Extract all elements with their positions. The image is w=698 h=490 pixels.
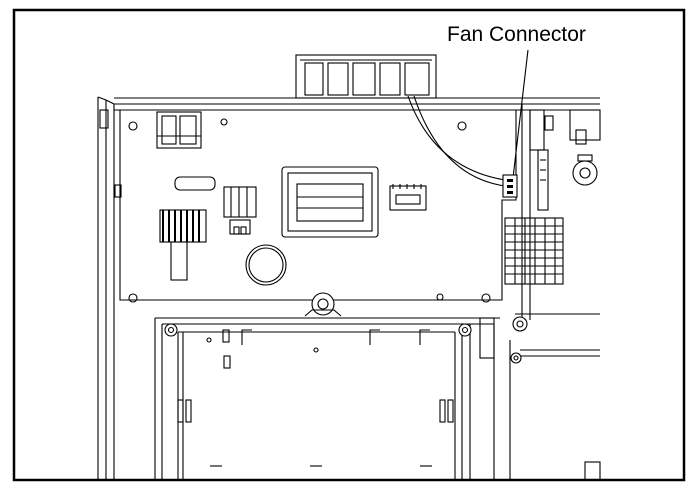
chassis-left-wall	[97, 96, 122, 480]
heat-sink	[223, 186, 257, 235]
ribbon-connector	[504, 217, 564, 285]
fan-connector	[502, 174, 518, 198]
fan-housing	[295, 54, 437, 99]
lower-cavity-frame	[154, 292, 500, 480]
relay-block	[281, 166, 379, 238]
transformer	[159, 209, 207, 281]
right-side-assembly	[509, 104, 601, 481]
fan-connector-label: Fan Connector	[447, 23, 586, 46]
control-board	[119, 109, 564, 303]
fan-wire-harness	[407, 95, 506, 187]
